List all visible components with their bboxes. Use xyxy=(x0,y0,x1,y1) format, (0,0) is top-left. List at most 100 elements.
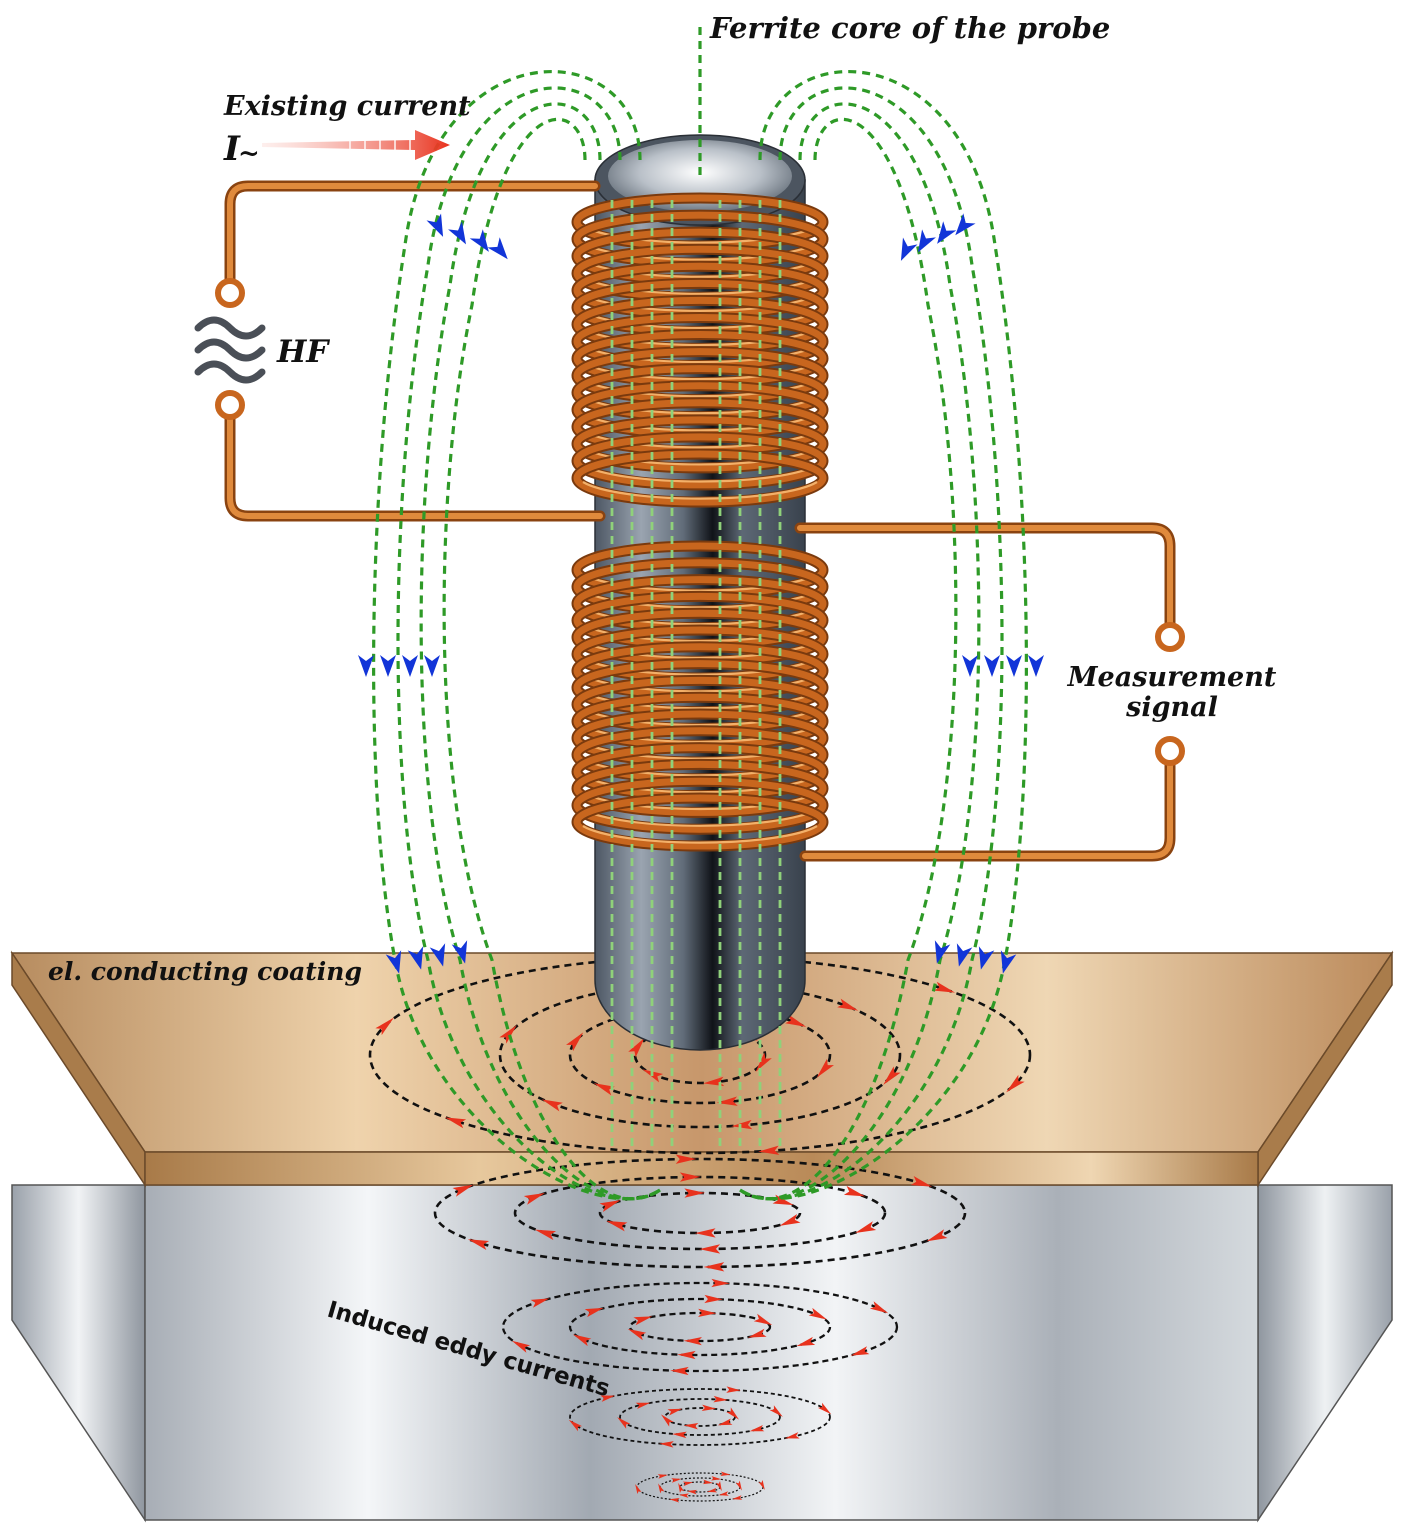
eddy-current-arrow xyxy=(670,1366,689,1376)
measurement-coil-winding-shine xyxy=(582,741,818,760)
eddy-current-arrow xyxy=(784,1432,800,1439)
eddy-current-arrow xyxy=(1006,1074,1025,1093)
measurement-coil-winding-shine xyxy=(582,657,818,676)
eddy-current-arrow xyxy=(657,1474,668,1479)
eddy-current-arrow xyxy=(731,1119,753,1130)
measurement-coil-winding-highlight xyxy=(573,760,827,816)
coating-layer xyxy=(10,950,1394,1188)
eddy-current-arrow xyxy=(735,1480,742,1491)
eddy-current-ring xyxy=(433,1157,967,1269)
eddy-current-arrow xyxy=(672,1431,687,1439)
eddy-current-arrow xyxy=(511,1340,531,1353)
eddy-current-arrow xyxy=(661,1414,674,1427)
measurement-coil-winding-highlight xyxy=(573,777,827,833)
excitation-coil-winding-shine xyxy=(582,429,818,449)
field-arrow-icon xyxy=(358,655,374,677)
eddy-current-ring xyxy=(628,1311,772,1343)
eddy-current-arrow xyxy=(837,998,859,1011)
field-arrow-icon xyxy=(380,655,396,677)
magnetic-field-lines xyxy=(372,22,1028,1201)
field-arrow-icon xyxy=(978,946,995,970)
eddy-current-arrow xyxy=(716,1096,738,1106)
ferrite-core-label: Ferrite core of the probe xyxy=(709,11,1110,45)
measurement-terminal-top xyxy=(1155,622,1185,652)
measurement-coil-winding-highlight xyxy=(573,794,827,850)
measurement-coil-winding-shine xyxy=(582,623,818,643)
eddy-current-arrow xyxy=(678,1493,689,1498)
measurement-terminal-bottom xyxy=(1155,736,1185,766)
measurement-coil-winding-shine xyxy=(582,791,818,811)
hf-label: HF xyxy=(276,334,330,370)
measurement-coil-winding-shine xyxy=(582,707,818,727)
excitation-coil-winding-shine xyxy=(582,481,818,500)
field-arrow-icon xyxy=(937,221,957,244)
eddy-current-arrow xyxy=(658,1483,665,1494)
field-arrow-icon xyxy=(962,655,978,677)
excitation-coil-winding-shine xyxy=(582,276,818,295)
eddy-current-arrow xyxy=(758,1145,780,1155)
red-arrow-icon xyxy=(262,130,450,160)
eddy-current-arrow xyxy=(910,1176,933,1187)
eddy-current-arrow xyxy=(659,1441,674,1448)
eddy-current-arrow xyxy=(669,1498,680,1503)
eddy-current-arrow xyxy=(706,1487,718,1493)
eddy-current-arrow xyxy=(683,1422,699,1430)
measurement-coil-winding-shine xyxy=(582,589,818,609)
measurement-circuit-wire xyxy=(794,522,1176,862)
eddy-current-ring xyxy=(619,1398,781,1436)
eddy-current-arrow xyxy=(749,1424,765,1432)
field-arrow-icon xyxy=(900,237,918,261)
eddy-current-arrow xyxy=(758,1480,765,1491)
eddy-current-arrow xyxy=(702,1479,714,1485)
coating-label: el. conducting coating xyxy=(48,957,362,986)
excitation-coil-winding-shine xyxy=(582,310,818,330)
excitation-coil-winding-shine xyxy=(582,361,818,381)
magnetic-field-line xyxy=(739,70,1028,1201)
field-arrow-icon xyxy=(407,946,424,970)
eddy-current-arrow xyxy=(452,1184,474,1197)
hf-terminal-bottom xyxy=(215,390,245,420)
field-arrow-icon xyxy=(429,943,446,967)
excitation-coil-winding-shine xyxy=(582,259,818,278)
eddy-current-arrow xyxy=(627,1328,647,1341)
eddy-current-arrow xyxy=(684,1188,706,1198)
eddy-current-arrow xyxy=(703,1262,725,1272)
eddy-current-arrow xyxy=(843,1185,866,1197)
excitation-coil-winding-shine xyxy=(582,463,818,483)
excitation-coil-winding-shine xyxy=(582,225,818,244)
excitation-coil-winding-highlight xyxy=(573,433,827,489)
eddy-current-arrow xyxy=(467,1239,490,1250)
eddy-current-arrow xyxy=(606,1220,628,1232)
substrate-block xyxy=(11,1184,1393,1523)
field-arrow-icon xyxy=(385,950,402,974)
field-arrow-icon xyxy=(956,943,973,967)
excitation-coil-winding-shine xyxy=(582,378,818,398)
measurement-coil-winding-shine xyxy=(582,808,818,827)
eddy-current-arrow xyxy=(375,1017,394,1036)
magnetic-field-line xyxy=(442,117,661,1201)
field-arrow-icon xyxy=(402,655,418,677)
measurement-coil-winding-shine xyxy=(582,673,818,693)
eddy-current-arrow xyxy=(855,1221,877,1234)
eddy-current-arrow xyxy=(796,1336,816,1347)
eddy-current-arrow xyxy=(686,1489,698,1495)
eddy-current-arrow xyxy=(717,1418,733,1426)
eddy-current-arrow xyxy=(444,1117,467,1129)
eddy-current-arrow xyxy=(883,1066,901,1085)
eddy-current-arrow xyxy=(599,1200,621,1213)
excitation-coil-winding-shine xyxy=(582,327,818,347)
eddy-current-arrow xyxy=(572,1334,592,1347)
field-arrow-icon xyxy=(1028,655,1044,677)
eddy-current-arrow xyxy=(677,1350,696,1360)
eddy-current-arrow xyxy=(523,1192,545,1205)
field-arrow-icon xyxy=(918,229,936,253)
eddy-current-arrow xyxy=(732,1495,743,1500)
magnetic-field-line xyxy=(739,117,958,1201)
measurement-coil-winding-shine xyxy=(582,573,818,592)
excitation-coil-winding-shine xyxy=(582,446,818,466)
eddy-current-arrow xyxy=(568,1419,583,1432)
eddy-current-arrow xyxy=(933,981,956,993)
excitation-coil-winding-shine xyxy=(582,395,818,415)
field-arrow-icon xyxy=(487,237,508,260)
